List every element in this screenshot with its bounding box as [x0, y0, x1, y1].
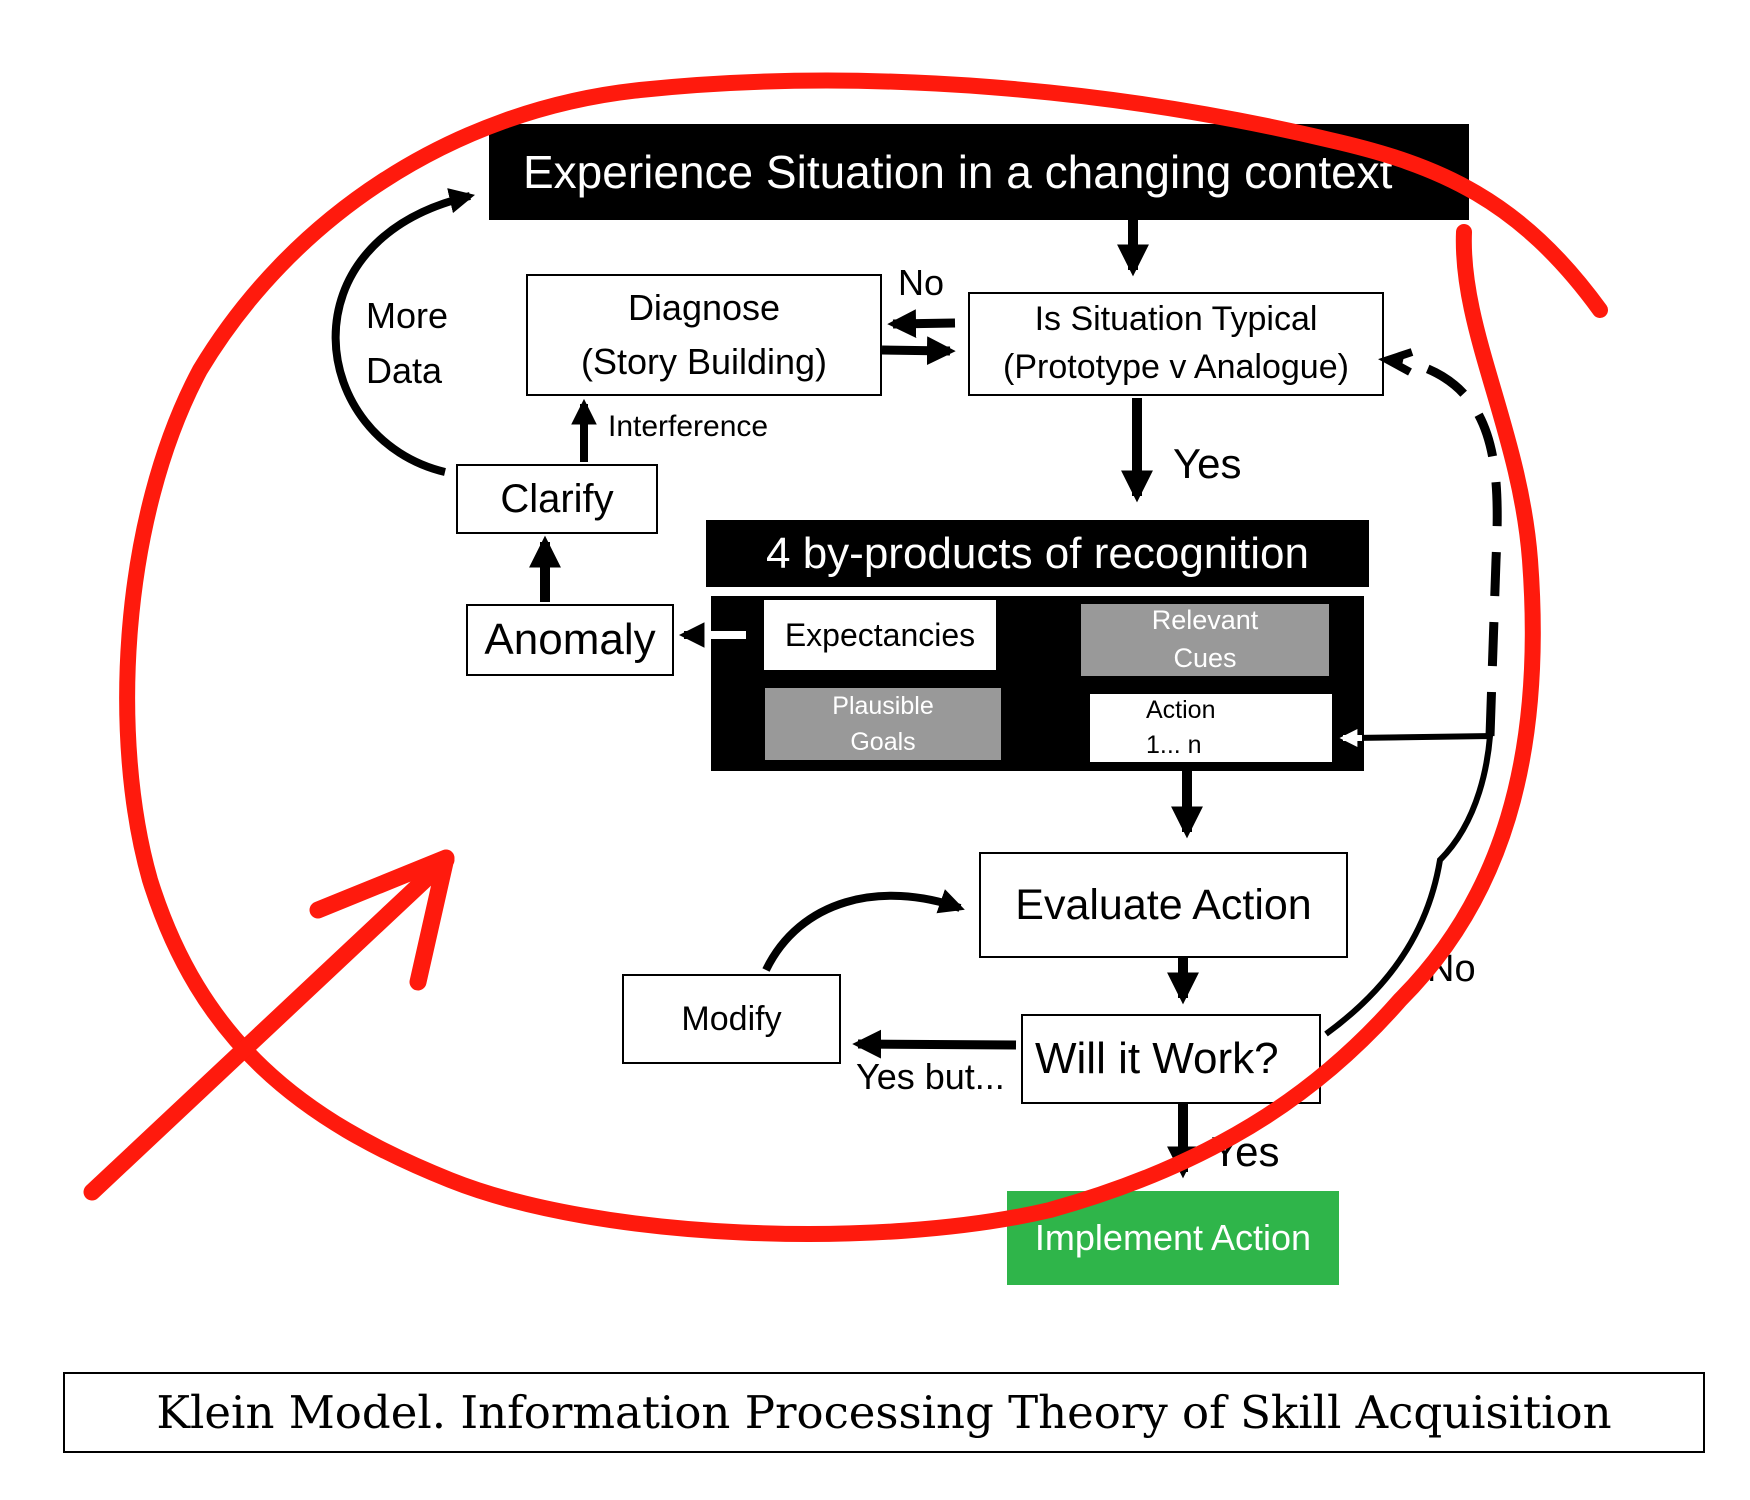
- plausible-goals-sublabel: Goals: [850, 728, 916, 756]
- relevant-cues-sublabel: Cues: [1173, 643, 1237, 673]
- byproducts-title: 4 by-products of recognition: [766, 528, 1309, 578]
- experience-situation-text: Experience Situation in a changing conte…: [523, 146, 1393, 198]
- diagnose-sublabel: (Story Building): [580, 341, 828, 382]
- relevant-cues-box: Relevant Cues: [1081, 604, 1329, 676]
- yes-typical-label: Yes: [1173, 440, 1242, 487]
- byproducts-title-box: 4 by-products of recognition: [706, 520, 1369, 587]
- action-label: Action: [1146, 696, 1216, 724]
- modify-label: Modify: [681, 999, 782, 1038]
- will-it-work-box: Will it Work?: [1021, 1014, 1321, 1104]
- yes-but-label: Yes but...: [856, 1056, 1005, 1097]
- arrow-will-it-work-to-modify: [852, 1029, 1017, 1059]
- anomaly-box: Anomaly: [466, 604, 674, 676]
- action-box: Action 1... n: [1088, 692, 1334, 764]
- evaluate-action-box: Evaluate Action: [979, 852, 1348, 958]
- red-arrow-annotation: [83, 849, 455, 1201]
- situation-typical-sublabel: (Prototype v Analogue): [1003, 348, 1349, 386]
- arrow-more-data: [331, 188, 475, 476]
- arrow-dashed-feedback-head: [1378, 348, 1414, 376]
- more-data-line1: More: [366, 295, 449, 336]
- modify-box: Modify: [622, 974, 841, 1064]
- relevant-cues-label: Relevant: [1151, 605, 1259, 636]
- more-data-label: More Data: [366, 288, 448, 398]
- diagnose-box: Diagnose (Story Building): [526, 274, 882, 396]
- caption-box: Klein Model. Information Processing Theo…: [63, 1372, 1705, 1453]
- no-top-label: No: [898, 262, 945, 303]
- situation-typical-box: Is Situation Typical (Prototype v Analog…: [968, 292, 1384, 396]
- action-sublabel: 1... n: [1146, 731, 1202, 759]
- situation-typical-label: Is Situation Typical: [1034, 300, 1318, 339]
- anomaly-label: Anomaly: [484, 615, 656, 664]
- evaluate-action-label: Evaluate Action: [1015, 880, 1312, 929]
- red-loop-annotation: [119, 72, 1608, 1242]
- arrow-no-to-action: [1324, 732, 1494, 1037]
- plausible-goals-box: Plausible Goals: [765, 688, 1001, 760]
- expectancies-label: Expectancies: [784, 616, 976, 653]
- implement-action-label: Implement Action: [1034, 1217, 1312, 1258]
- interference-label: Interference: [608, 410, 769, 443]
- expectancies-box: Expectancies: [762, 598, 998, 672]
- arrow-diagnose-to-typical: [881, 336, 956, 366]
- plausible-goals-label: Plausible: [832, 691, 934, 720]
- arrow-modify-to-evaluate: [762, 889, 965, 972]
- clarify-box: Clarify: [456, 464, 658, 534]
- caption-text: Klein Model. Information Processing Theo…: [156, 1386, 1612, 1439]
- diagnose-label: Diagnose: [627, 287, 781, 328]
- more-data-line2: Data: [366, 350, 443, 391]
- arrow-typical-to-diagnose: [887, 309, 956, 339]
- clarify-label: Clarify: [500, 476, 614, 521]
- arrow-dashed-feedback: [1397, 355, 1502, 737]
- will-it-work-label: Will it Work?: [1035, 1034, 1279, 1083]
